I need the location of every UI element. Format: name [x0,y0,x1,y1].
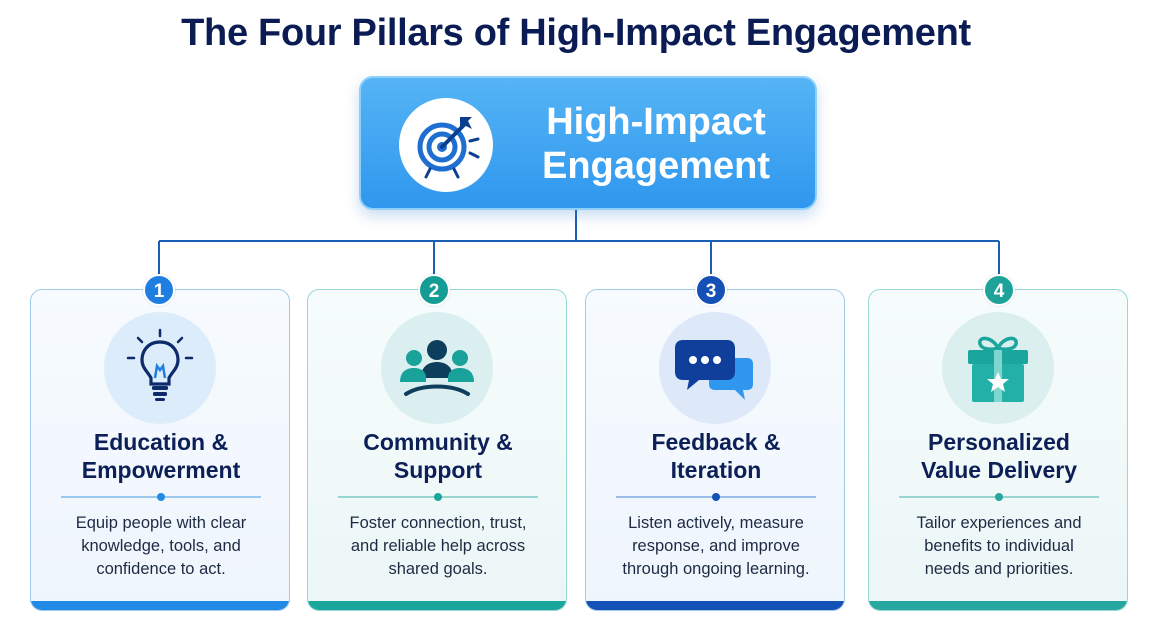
pillar-icon-circle [659,312,771,424]
pillar-card-3: Feedback & Iteration Listen actively, me… [585,289,845,611]
pillar-number-badge-4: 4 [983,274,1015,306]
pillar-icon-circle [381,312,493,424]
pillar-description: Equip people with clear knowledge, tools… [75,514,247,578]
gift-box-icon [968,336,1028,402]
hub-label: High-Impact Engagement [511,100,801,188]
pillar-divider [61,493,261,501]
pillar-description: Foster connection, trust, and reliable h… [349,514,527,578]
pillar-accent-bar [308,601,566,610]
pillar-title: Education & Empowerment [81,429,241,483]
pillar-card-2: Community & Support Foster connection, t… [307,289,567,611]
pillar-description: Listen actively, measure response, and i… [622,514,810,578]
pillar-divider [899,493,1099,501]
hub-icon-circle [399,98,493,192]
hub-box: High-Impact Engagement [359,76,817,210]
lightbulb-icon [126,328,194,401]
pillar-icon-circle [942,312,1054,424]
pillar-accent-bar [31,601,289,610]
pillar-divider [338,493,538,501]
pillar-icon-circle [104,312,216,424]
pillar-title: Personalized Value Delivery [921,429,1077,483]
hub-label-line2: Engagement [541,145,771,187]
pillar-divider [616,493,816,501]
target-arrow-icon [417,117,480,179]
pillar-accent-bar [869,601,1127,610]
pillar-card-1: Education & Empowerment Equip people wit… [30,289,290,611]
page-title: The Four Pillars of High-Impact Engageme… [181,12,971,54]
pillar-title: Community & Support [363,429,513,483]
pillar-title: Feedback & Iteration [651,429,781,483]
pillar-number-badge-1: 1 [143,274,175,306]
people-group-icon [400,340,474,396]
pillar-accent-bar [586,601,844,610]
pillar-number-badge-2: 2 [418,274,450,306]
pillar-card-4: Personalized Value Delivery Tailor exper… [868,289,1128,611]
pillar-description: Tailor experiences and benefits to indiv… [916,514,1082,578]
hub-label-line1: High-Impact [546,101,766,143]
pillar-number-badge-3: 3 [695,274,727,306]
chat-bubbles-icon [675,340,753,400]
